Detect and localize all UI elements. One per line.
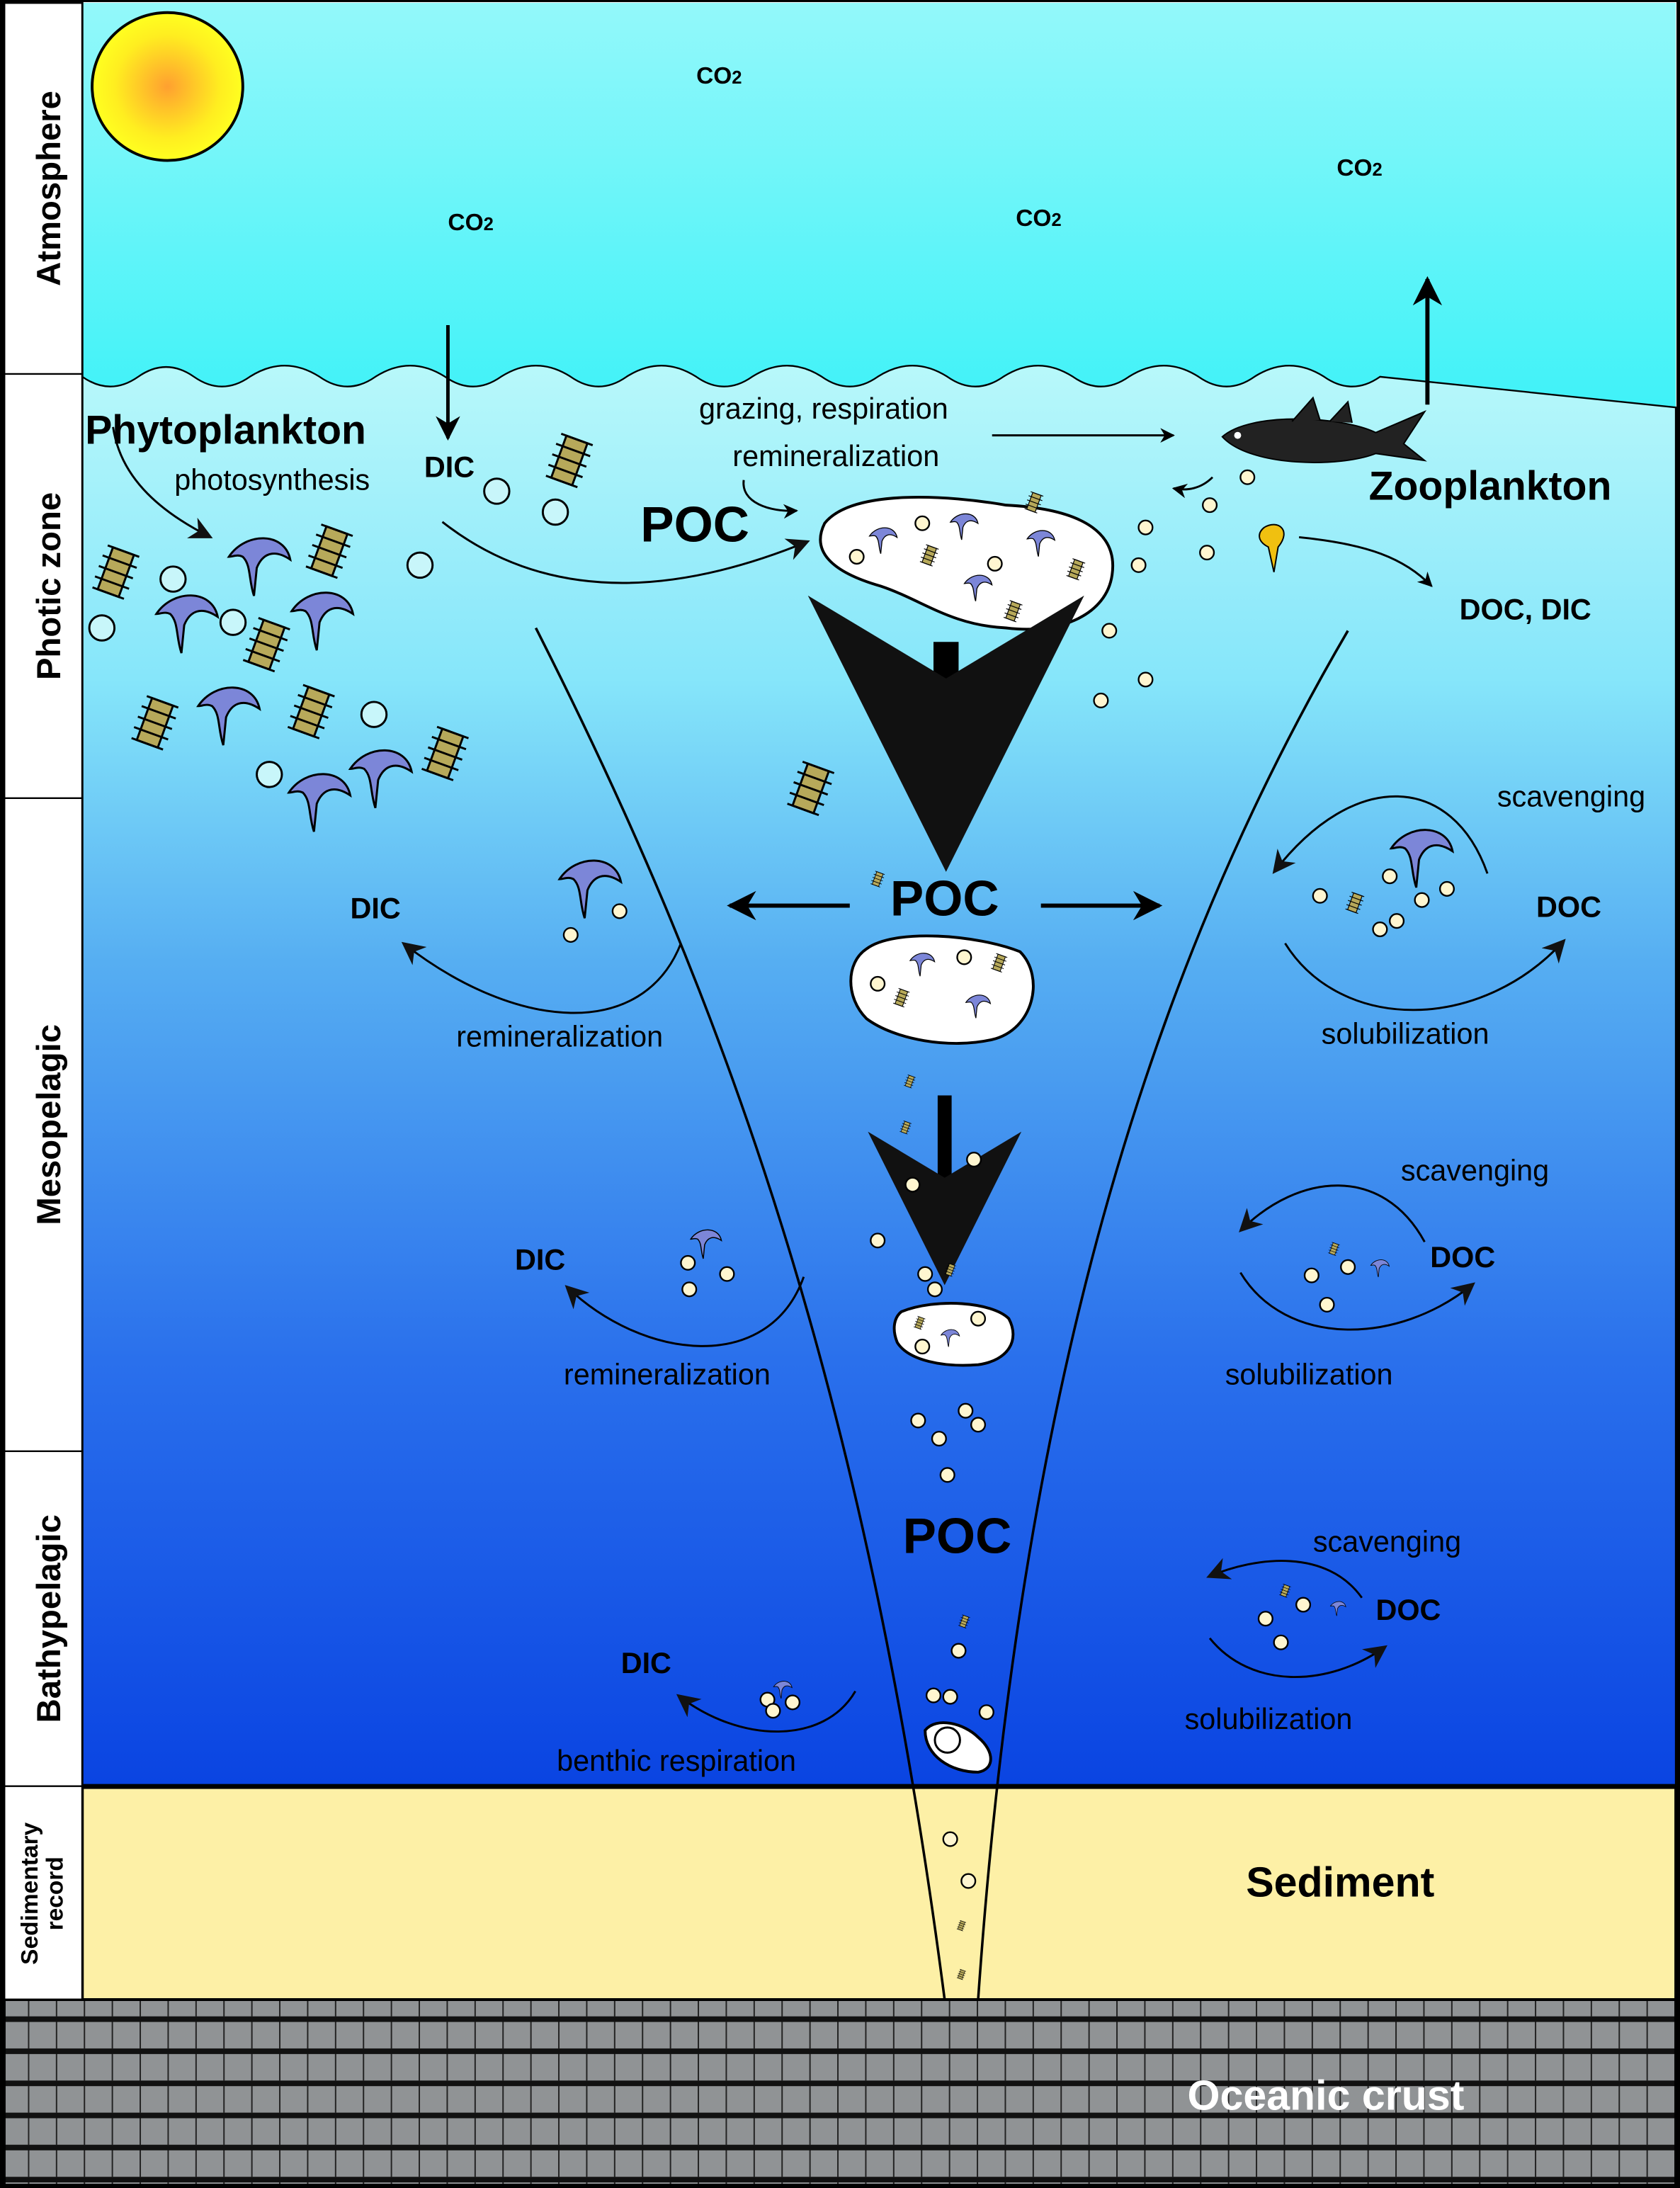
doc-label: DOC xyxy=(1536,890,1601,923)
remineralization-label: remineralization xyxy=(456,1021,663,1053)
solubilization-label: solubilization xyxy=(1322,1018,1489,1050)
oceanic-crust-layer xyxy=(2,1998,1678,2187)
zone-dividers xyxy=(4,373,83,1787)
doc-dic-label: DOC, DIC xyxy=(1460,594,1591,626)
solubilization-label: solubilization xyxy=(1185,1703,1353,1735)
funnel-right xyxy=(977,630,1349,2000)
scavenging-label: scavenging xyxy=(1497,781,1645,813)
zone-label-record: record xyxy=(42,1857,69,1930)
remineralization-label: remineralization xyxy=(564,1358,771,1390)
funnel-left xyxy=(534,627,946,2000)
dic-label: DIC xyxy=(621,1647,671,1679)
zone-label-bathypelagic: Bathypelagic xyxy=(30,1514,68,1723)
zone-label-photic: Photic zone xyxy=(30,492,68,680)
phytoplankton-label: Phytoplankton xyxy=(85,407,366,453)
oceanic-crust-label: Oceanic crust xyxy=(1188,2072,1465,2119)
poc-aggregate-icon xyxy=(892,1302,1015,1774)
doc-label: DOC xyxy=(1430,1241,1495,1274)
sun-icon xyxy=(91,11,244,162)
poc-label: POC xyxy=(903,1509,1012,1565)
co2-label: CO2 xyxy=(1016,205,1061,232)
zone-label-atmosphere: Atmosphere xyxy=(30,91,68,286)
benthic-respiration-label: benthic respiration xyxy=(557,1745,796,1777)
photosynthesis-label: photosynthesis xyxy=(174,463,370,496)
zone-label-sedimentary: Sedimentary xyxy=(17,1822,43,1964)
atmosphere-zone xyxy=(82,2,1676,408)
doc-label: DOC xyxy=(1375,1594,1441,1626)
poc-label: POC xyxy=(890,871,999,926)
solubilization-label: solubilization xyxy=(1225,1358,1393,1390)
zone-label-mesopelagic: Mesopelagic xyxy=(30,1024,68,1225)
co2-label: CO2 xyxy=(696,63,742,89)
poc-label: POC xyxy=(640,497,749,552)
co2-label: CO2 xyxy=(1336,155,1382,181)
sediment-layer xyxy=(81,1786,1678,2002)
remineralization-label: remineralization xyxy=(732,440,939,472)
dic-label: DIC xyxy=(515,1244,565,1276)
poc-aggregate-icon xyxy=(849,934,1035,1045)
dic-label: DIC xyxy=(424,451,475,484)
zooplankton-label: Zooplankton xyxy=(1369,463,1612,509)
ocean-water xyxy=(81,365,1677,1787)
co2-label: CO2 xyxy=(448,210,493,236)
scavenging-label: scavenging xyxy=(1401,1155,1549,1187)
scavenging-label: scavenging xyxy=(1313,1526,1461,1558)
sediment-label: Sediment xyxy=(1246,1858,1434,1905)
zone-label-column xyxy=(3,1,84,2001)
dic-label: DIC xyxy=(351,892,401,924)
grazing-respiration-label: grazing, respiration xyxy=(699,392,948,425)
zooplankton-icon xyxy=(1221,396,1427,572)
